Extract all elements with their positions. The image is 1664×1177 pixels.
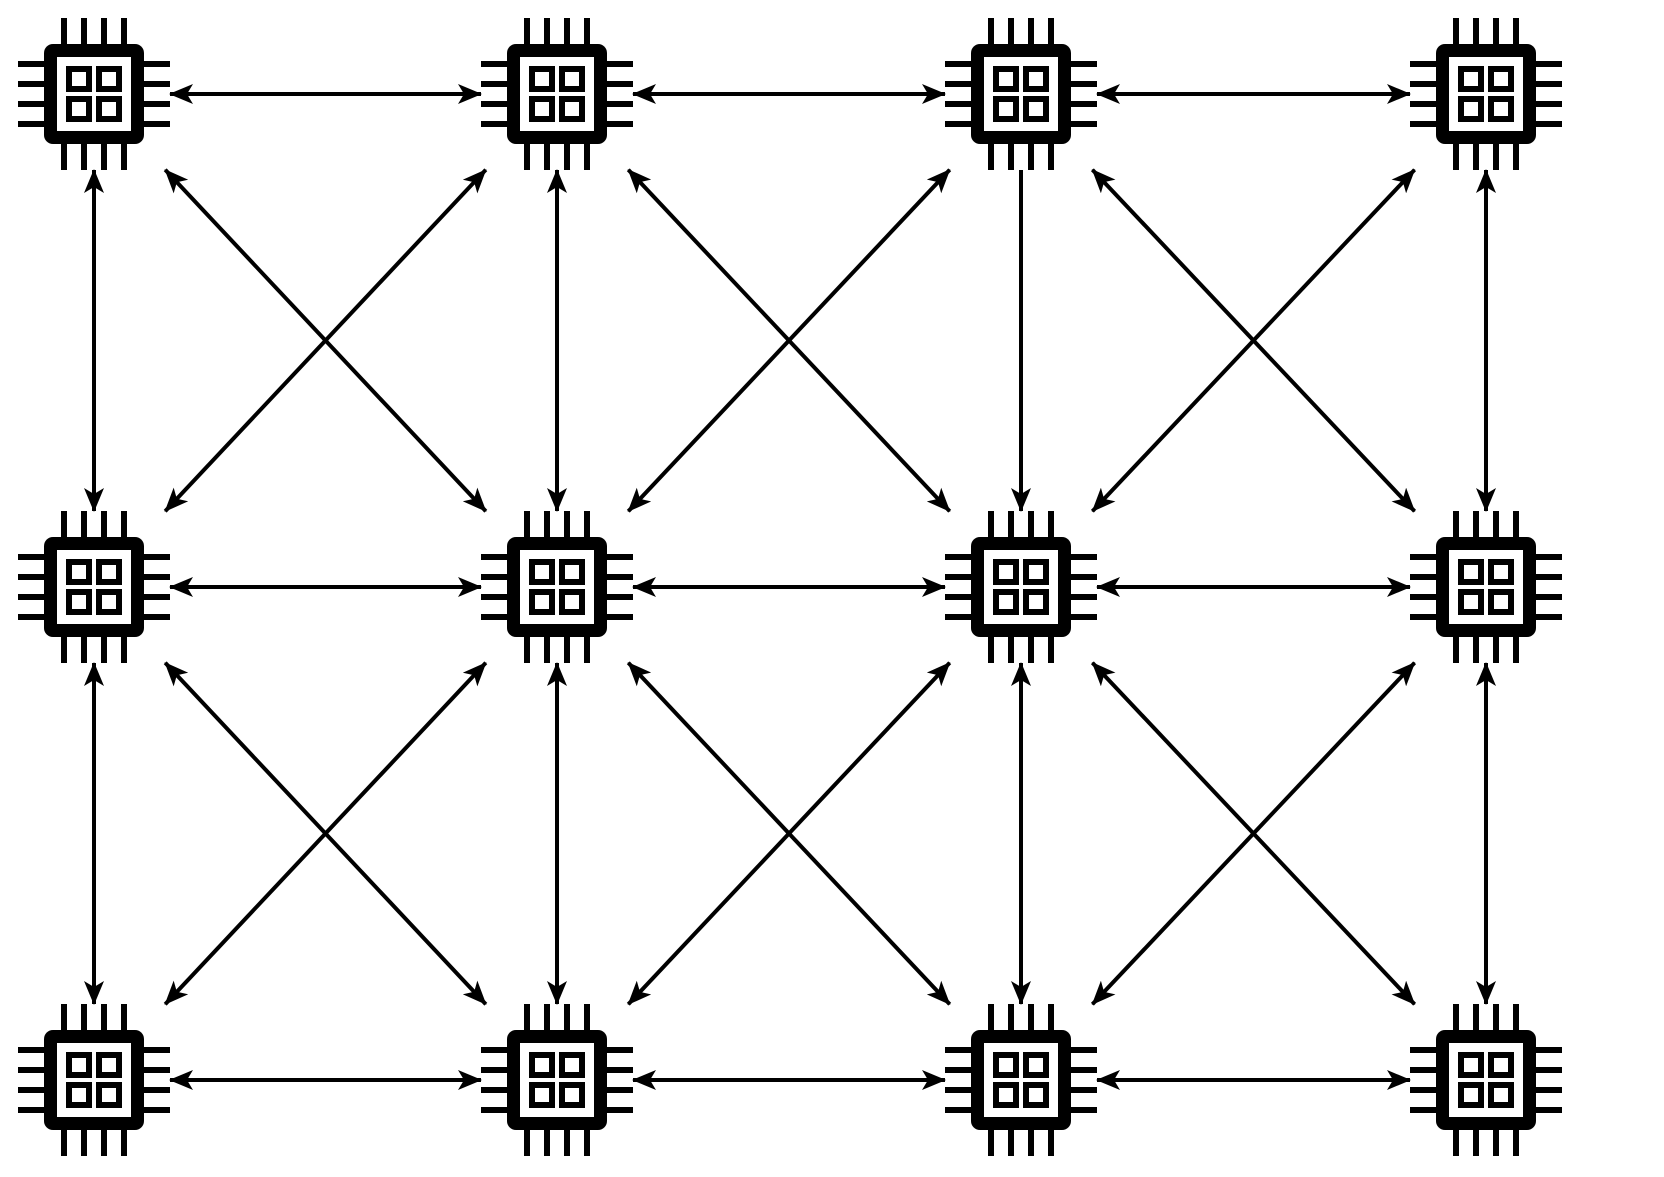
connections xyxy=(84,84,1496,1090)
cpu-chip-icon-r1c1 xyxy=(481,511,633,663)
cpu-chip-icon-r2c0 xyxy=(18,1004,170,1156)
chip-nodes xyxy=(18,18,1562,1156)
cpu-chip-icon-r0c3 xyxy=(1410,18,1562,170)
cpu-chip-icon-r1c0 xyxy=(18,511,170,663)
connection-arrow-r0c3-r1c2 xyxy=(1090,168,1417,513)
cpu-chip-icon-r0c1 xyxy=(481,18,633,170)
connection-arrow-r1c2-r2c1 xyxy=(626,661,952,1006)
cpu-chip-icon-r1c2 xyxy=(945,511,1097,663)
cpu-chip-icon-r0c0 xyxy=(18,18,170,170)
cpu-chip-icon-r0c2 xyxy=(945,18,1097,170)
cpu-chip-icon-r2c2 xyxy=(945,1004,1097,1156)
connection-arrow-r1c3-r2c2 xyxy=(1090,661,1417,1006)
cpu-chip-icon-r2c1 xyxy=(481,1004,633,1156)
connection-arrow-r0c2-r1c1 xyxy=(626,168,952,513)
connection-arrow-r0c1-r1c0 xyxy=(163,168,488,513)
cpu-chip-icon-r2c3 xyxy=(1410,1004,1562,1156)
connection-arrow-r1c1-r2c0 xyxy=(163,661,488,1006)
cpu-chip-icon-r1c3 xyxy=(1410,511,1562,663)
